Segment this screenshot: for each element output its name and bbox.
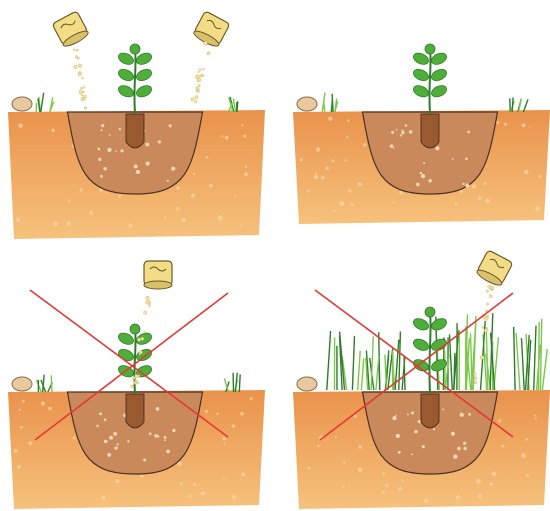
grass-tuft-right <box>510 97 528 112</box>
root-ball <box>126 114 144 148</box>
plant-leaf <box>430 83 449 99</box>
panel-top-left <box>8 11 265 239</box>
grass-tuft-left <box>36 93 54 112</box>
tall-grass-right <box>436 313 548 390</box>
stone <box>297 377 317 391</box>
plant <box>412 44 449 114</box>
plant-leaf <box>425 307 435 317</box>
granule-can-right <box>475 250 513 288</box>
granules-right <box>191 41 210 103</box>
plant-leaf <box>430 357 449 373</box>
root-ball <box>421 394 439 428</box>
plant-leaf <box>430 316 449 332</box>
plant-leaf <box>412 67 431 83</box>
stone <box>297 97 317 111</box>
plant-leaf <box>425 44 435 54</box>
plant-leaf <box>135 347 154 363</box>
plant-leaf <box>117 83 136 99</box>
plant-leaf <box>130 44 140 54</box>
granules-left <box>73 49 87 110</box>
granule-can-right <box>192 11 230 49</box>
plant-leaf <box>412 316 431 332</box>
stone <box>12 97 32 111</box>
plant-leaf <box>135 83 154 99</box>
plant-leaf <box>117 67 136 83</box>
tall-grass-left <box>327 331 405 390</box>
panel-bottom-right <box>293 250 550 509</box>
granule-can-left <box>52 11 90 49</box>
plant-leaf <box>430 67 449 83</box>
panel-bottom-left <box>8 261 265 509</box>
plant <box>117 44 154 114</box>
stone <box>12 377 32 391</box>
plant-leaf <box>412 357 431 373</box>
plant-leaf <box>412 83 431 99</box>
plant-leaf <box>135 67 154 83</box>
root-ball <box>126 394 144 428</box>
grass-tuft-right <box>228 97 238 112</box>
panel-top-right <box>293 44 550 224</box>
root-ball <box>421 114 439 148</box>
grass-tuft-left <box>37 375 53 392</box>
grass-tuft-left <box>322 93 338 112</box>
plant-leaf <box>130 324 140 334</box>
plant-leaf <box>412 337 431 353</box>
grass-tuft-right <box>224 373 240 392</box>
granule-can-center <box>144 261 172 289</box>
